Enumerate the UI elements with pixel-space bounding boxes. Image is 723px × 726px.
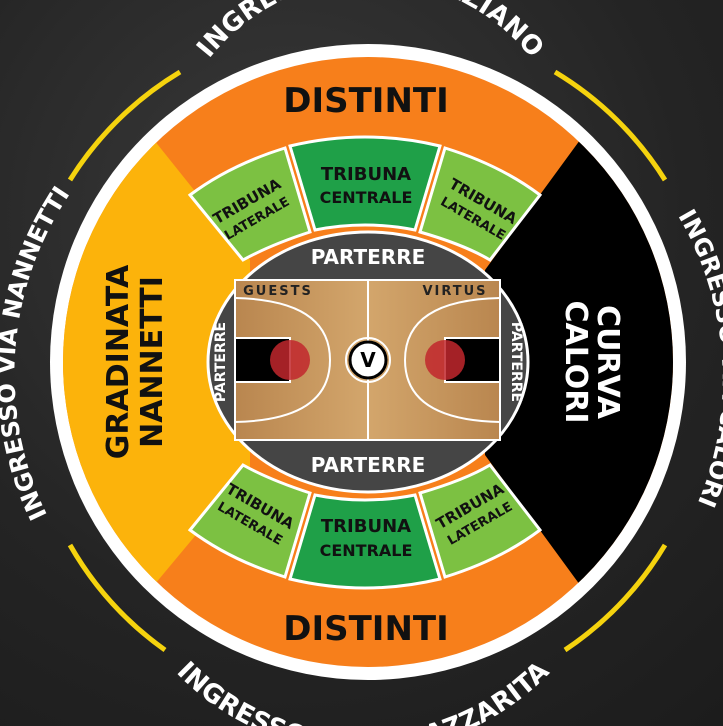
ring-arc (67, 543, 167, 653)
sector-tribuna-laterale-tl[interactable] (187, 146, 312, 262)
distinti-top-label: DISTINTI (283, 81, 449, 121)
sector-tribuna-laterale-br[interactable] (418, 463, 543, 579)
sector-tribuna-centrale-bottom[interactable] (288, 493, 442, 590)
gradinata-label-l1: GRADINATA (101, 264, 136, 459)
parterre-label-left: PARTERRE (213, 322, 229, 402)
sector-gradinata-nannetti[interactable] (0, 80, 250, 660)
virtus-logo (348, 340, 388, 380)
sector-tribuna-centrale-top[interactable] (288, 135, 442, 232)
sector-tribuna-laterale-tr[interactable] (418, 146, 543, 262)
sector-tribuna-laterale-bl[interactable] (187, 463, 312, 579)
gradinata-label-l2: NANNETTI (135, 276, 170, 448)
sponsor-logo-left (270, 340, 310, 380)
sponsor-logo-right (425, 340, 465, 380)
ring-arc (553, 69, 668, 182)
ring-arc (563, 543, 668, 653)
virtus-logo-text: V (360, 348, 376, 372)
tribuna-centrale-bottom-l2: CENTRALE (320, 541, 413, 560)
distinti-bottom-label: DISTINTI (283, 609, 449, 649)
parterre-label-right: PARTERRE (508, 322, 524, 402)
ring-arc (67, 69, 182, 182)
tribuna-centrale-top-l1: TRIBUNA (321, 164, 411, 185)
court-guests-label: GUESTS (243, 284, 313, 299)
tribuna-centrale-top-l2: CENTRALE (320, 188, 413, 207)
court-virtus-label: VIRTUS (422, 284, 487, 299)
curva-label-l1: CURVA (590, 305, 625, 420)
parterre-label-bottom: PARTERRE (311, 453, 426, 477)
parterre-label-top: PARTERRE (311, 245, 426, 269)
tribuna-centrale-bottom-l1: TRIBUNA (321, 516, 411, 537)
curva-label-l2: CALORI (558, 300, 593, 423)
